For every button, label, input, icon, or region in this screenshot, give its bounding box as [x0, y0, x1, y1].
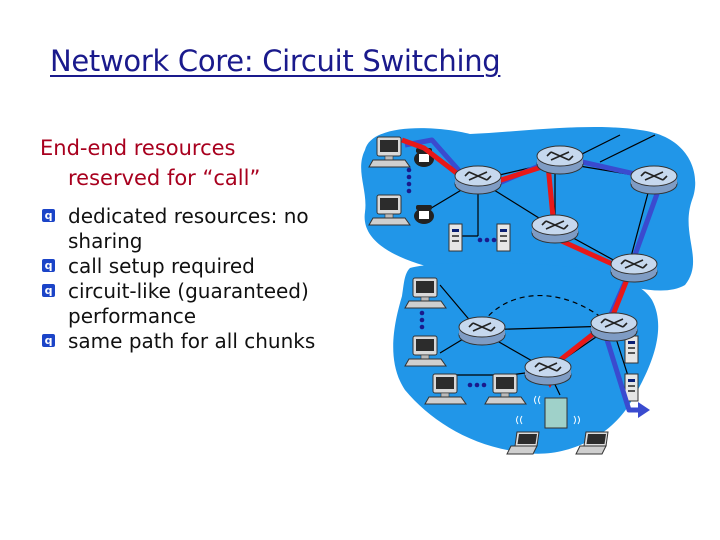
telephone-icon — [414, 205, 434, 224]
ellipsis-dots — [406, 167, 497, 388]
bullet-text: dedicated resources: no — [68, 204, 309, 228]
server-tower-icon — [496, 223, 511, 252]
dashed-link — [477, 295, 613, 331]
bullet-item: q call setup required — [42, 254, 372, 279]
bullet-text: circuit-like (guaranteed) — [68, 279, 309, 303]
q-bullet-icon: q — [42, 259, 55, 272]
bullet-text-cont: sharing — [68, 229, 143, 253]
slide-title: Network Core: Circuit Switching — [50, 44, 501, 78]
router-icon — [531, 214, 579, 244]
bullet-item: q dedicated resources: no sharing — [42, 204, 372, 254]
bullet-text: same path for all chunks — [68, 329, 316, 353]
router-icon — [454, 165, 502, 195]
bullet-list: q dedicated resources: no sharing q call… — [42, 204, 372, 354]
intro-line-2: reserved for “call” — [68, 166, 261, 190]
bullet-item: q same path for all chunks — [42, 329, 372, 354]
wireless-signal-icon — [516, 395, 580, 425]
bullet-item: q circuit-like (guaranteed) performance — [42, 279, 372, 329]
server-tower-icon — [624, 335, 639, 364]
q-bullet-icon: q — [42, 284, 55, 297]
bullet-text: call setup required — [68, 254, 255, 278]
server-tower-icon — [448, 223, 463, 252]
q-bullet-icon: q — [42, 334, 55, 347]
router-icon — [458, 316, 506, 346]
router-icon — [536, 145, 584, 175]
router-icon — [524, 356, 572, 386]
q-bullet-icon: q — [42, 209, 55, 222]
wireless-access-point-icon — [544, 397, 568, 429]
router-icon — [630, 165, 678, 195]
router-icon — [590, 312, 638, 342]
router-icon — [610, 253, 658, 283]
blue-arrowhead-icon — [638, 402, 650, 418]
lower-network-cloud — [393, 262, 659, 454]
intro-line-1: End-end resources — [40, 136, 236, 160]
intro-text: End-end resources reserved for “call” — [40, 133, 260, 193]
bullet-text-cont: performance — [68, 304, 197, 328]
